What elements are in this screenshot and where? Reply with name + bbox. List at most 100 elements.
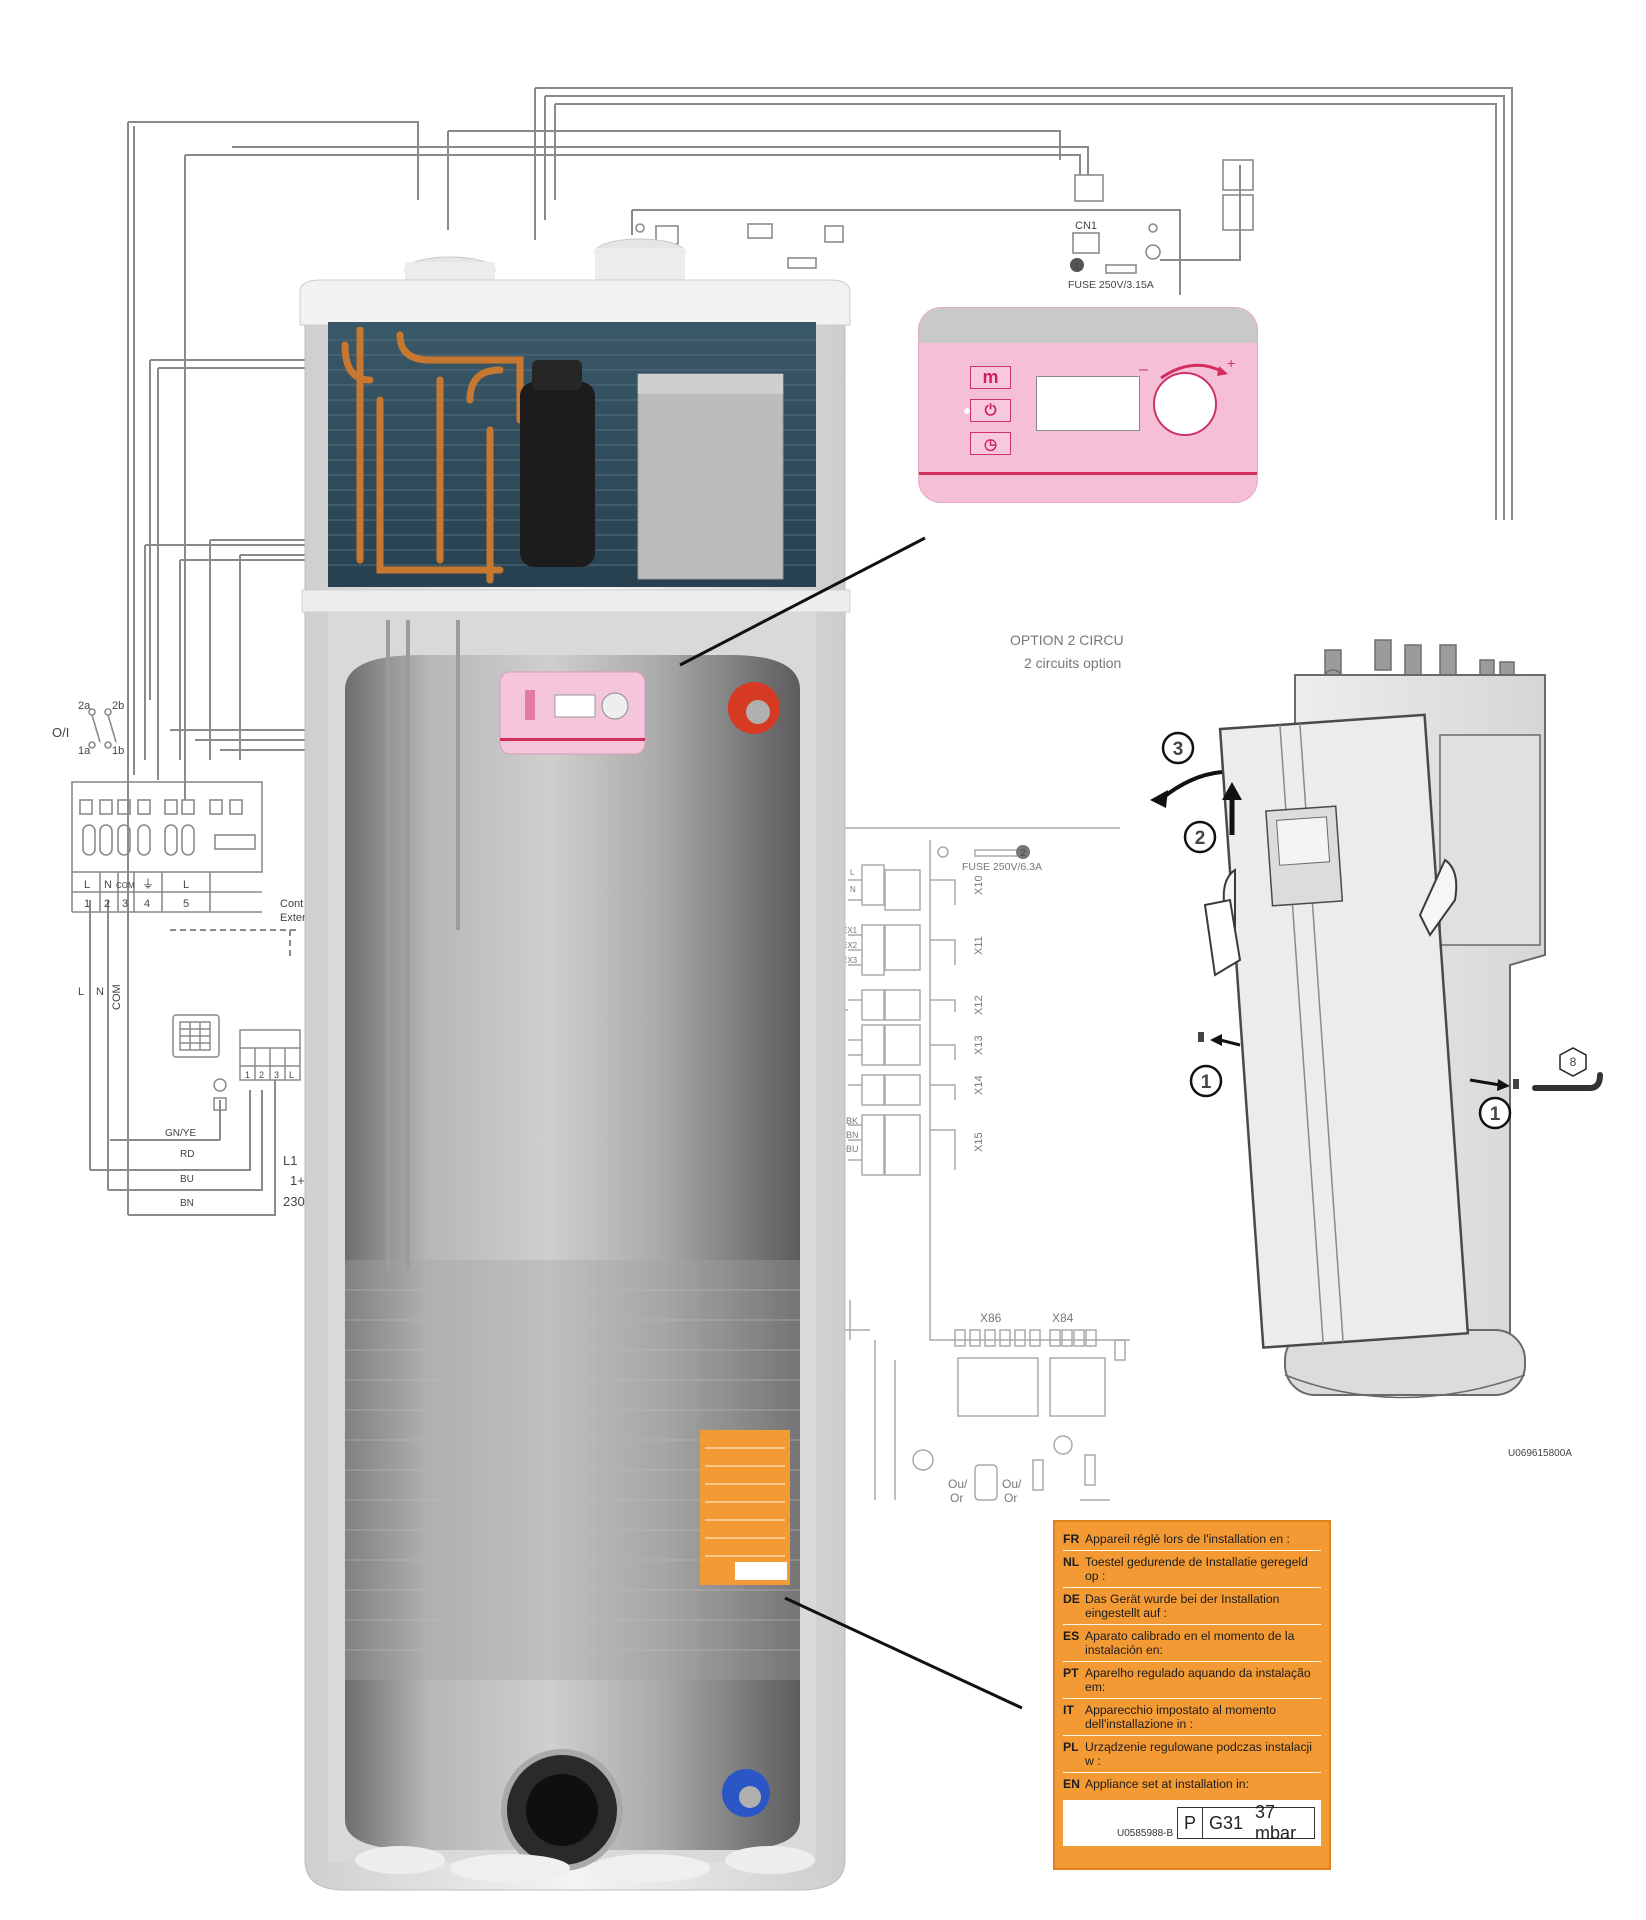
or-label-1: Or	[950, 1491, 963, 1505]
plus-sign: +	[1227, 355, 1235, 371]
connector-x15: X15	[973, 1132, 985, 1152]
clock-button[interactable]: ◷	[970, 432, 1011, 455]
unit-terminal-l: L	[289, 1070, 294, 1080]
label-text: Apparecchio impostato al momento dell'in…	[1085, 1703, 1277, 1731]
label-text: Aparelho regulado aquando da instalação …	[1085, 1666, 1311, 1694]
power-icon: ⏻	[984, 402, 997, 419]
step-1-right-number: 1	[1490, 1104, 1501, 1125]
label-text: Toestel gedurende de Installatie geregel…	[1085, 1555, 1308, 1583]
supply-l1: L1	[283, 1153, 297, 1168]
wire-color-bn: BN	[180, 1198, 194, 1209]
x10-pin-n: N	[850, 885, 856, 894]
connector-x86: X86	[980, 1311, 1002, 1325]
label-text: Urządzenie regulowane podczas instalacji…	[1085, 1740, 1312, 1768]
minus-sign: –	[1139, 361, 1148, 378]
label-row-fr: FR Appareil réglé lors de l'installation …	[1063, 1528, 1321, 1551]
label-text: Aparato calibrado en el momento de la in…	[1085, 1629, 1295, 1657]
connector-x11: X11	[973, 936, 985, 955]
switch-contact-2b: 2b	[112, 700, 124, 712]
supply-phase: 1+	[290, 1173, 305, 1188]
terminal-number-1: 1	[84, 898, 90, 910]
gas-setting-box: P G31 37 mbar	[1177, 1802, 1315, 1843]
mode-button-label: m	[982, 367, 999, 387]
terminal-block	[71, 781, 263, 913]
label-text: Appareil réglé lors de l'installation en…	[1085, 1532, 1290, 1546]
connector-x12: X12	[973, 995, 985, 1015]
gas-pressure: 37 mbar	[1255, 1802, 1297, 1843]
gas-type: G31	[1209, 1812, 1244, 1833]
clock-icon: ◷	[983, 435, 998, 453]
power-button[interactable]: ⏻	[970, 399, 1011, 422]
switch-contact-1a: 1a	[78, 745, 91, 757]
ou-label-2: Ou/	[1002, 1477, 1022, 1491]
option-subtitle: 2 circuits option	[1024, 655, 1121, 671]
terminal-number-4: 4	[144, 898, 150, 910]
gas-category: P	[1184, 1812, 1197, 1833]
x11-pin-ex3: EX3	[842, 956, 858, 965]
terminal-number-3: 3	[122, 898, 128, 910]
label-row-es: ES Aparato calibrado en el momento de la …	[1063, 1625, 1321, 1662]
label-code: DE	[1063, 1592, 1080, 1606]
option-title: OPTION 2 CIRCU	[1010, 632, 1124, 648]
panel-accent-line	[919, 472, 1257, 475]
control-panel-detail: m ⏻ ◷ – +	[919, 308, 1257, 502]
cn1-label: CN1	[1075, 220, 1097, 232]
main-switch	[88, 708, 117, 749]
panel-top-band	[919, 308, 1257, 343]
label-code: PT	[1063, 1666, 1079, 1680]
gas-setting-label: FR Appareil réglé lors de l'installation …	[1053, 1520, 1331, 1870]
top-wiring	[534, 87, 1513, 520]
knob-arc: – +	[1139, 355, 1235, 380]
x11-pin-ex1: EX1	[842, 926, 858, 935]
label-code: ES	[1063, 1629, 1080, 1643]
x15-pin-bu: BU	[846, 1144, 859, 1154]
power-led	[964, 408, 970, 414]
label-value-area: U0585988-B P G31 37 mbar	[1063, 1800, 1321, 1846]
unit-terminal-1: 1	[245, 1070, 250, 1080]
exter-text: Exter	[280, 912, 306, 924]
removal-reference: U069615800A	[1508, 1448, 1572, 1459]
label-text: Appliance set at installation in:	[1085, 1777, 1249, 1791]
vertical-label-com: COM	[111, 984, 123, 1010]
label-row-it: IT Apparecchio impostato al momento dell'…	[1063, 1699, 1321, 1736]
x10-pin-l: L	[850, 868, 855, 877]
mode-button[interactable]: m	[970, 366, 1011, 389]
left-wiring-diagram	[89, 121, 1089, 1216]
fuse-top-label: FUSE 250V/3.15A	[1068, 279, 1154, 291]
top-circuit-board	[635, 159, 1254, 274]
label-code: IT	[1063, 1703, 1074, 1717]
step-1-left-number: 1	[1201, 1072, 1212, 1093]
vertical-label-n: N	[96, 986, 104, 998]
temperature-knob[interactable]	[1153, 372, 1217, 436]
right-circuit-board	[837, 827, 1130, 1341]
label-reference: U0585988-B	[1117, 1828, 1174, 1839]
bottom-connectors	[874, 1329, 1126, 1501]
terminal-earth-symbol: ⏚	[142, 877, 154, 891]
step-3-number: 3	[1173, 739, 1184, 760]
terminal-letter-n: N	[104, 879, 112, 891]
or-label-2: Or	[1004, 1491, 1017, 1505]
terminal-letter-com: COM	[116, 881, 135, 890]
terminal-number-2: 2	[104, 898, 110, 910]
outdoor-unit-icon	[172, 1014, 227, 1111]
display-screen	[1036, 376, 1140, 431]
wire-color-rd: RD	[180, 1149, 194, 1160]
water-heater-unit	[299, 238, 851, 1891]
wire-color-gnye: GN/YE	[165, 1128, 196, 1139]
label-code: EN	[1063, 1777, 1080, 1791]
unit-terminal-3: 3	[274, 1070, 279, 1080]
fuse-right-label: FUSE 250V/6.3A	[962, 861, 1042, 873]
connector-x14: X14	[973, 1075, 985, 1095]
ou-label-1: Ou/	[948, 1477, 968, 1491]
front-panel-removal-illustration	[1150, 639, 1603, 1399]
label-row-pl: PL Urządzenie regulowane podczas instalac…	[1063, 1736, 1321, 1773]
label-code: PL	[1063, 1740, 1079, 1754]
fuse-2-marker	[1016, 845, 1030, 859]
wrench-size: 8	[1570, 1055, 1577, 1069]
leader-line-label	[784, 1596, 1023, 1710]
label-code: FR	[1063, 1532, 1080, 1546]
x11-pin-ex2: EX2	[842, 941, 858, 950]
label-row-pt: PT Aparelho regulado aquando da instalaçã…	[1063, 1662, 1321, 1699]
